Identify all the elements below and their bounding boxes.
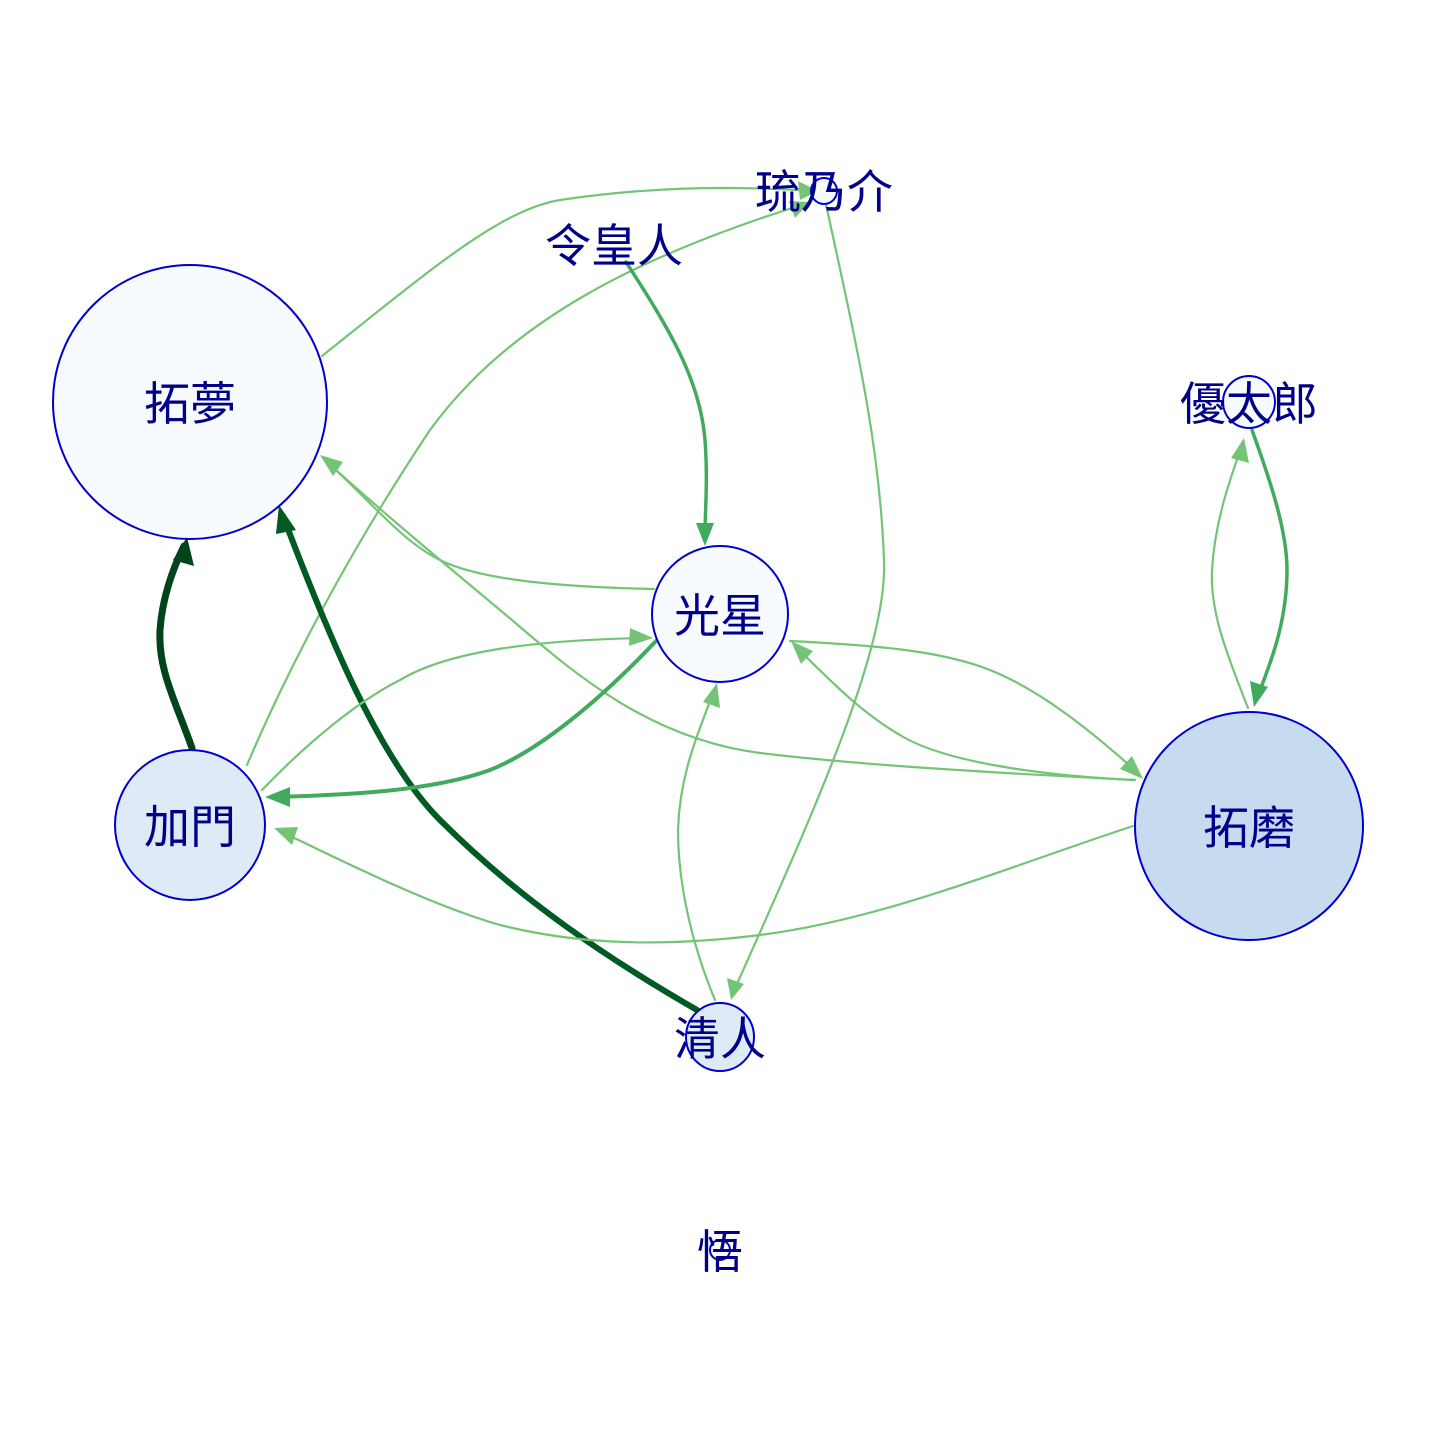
node-label: 拓夢 (144, 377, 236, 431)
edge-takuma-kouboshi (795, 646, 1137, 782)
edge-takumu-runosuke (320, 186, 817, 358)
edge-yutaro-takuma (1250, 428, 1289, 700)
node-circle (1134, 711, 1364, 941)
edge-kouboshi-takuma (788, 639, 1139, 774)
edge-takuma-yutaro (1210, 446, 1250, 710)
node-circle (709, 1239, 731, 1261)
edge-takuma-takumu (325, 460, 1137, 782)
arrowhead (727, 978, 744, 1000)
node-kiyoto[interactable]: 清人 (674, 1002, 766, 1072)
edge-reiouto-kouboshi (624, 260, 709, 540)
node-label: 琉乃介 (755, 165, 893, 219)
arrowhead (1250, 681, 1268, 707)
node-circle (685, 1002, 755, 1072)
arrowhead (629, 628, 653, 646)
node-circle (52, 264, 328, 540)
arrowhead (1231, 438, 1249, 463)
edge-kouboshi-takumu (325, 460, 656, 591)
arrowhead (274, 827, 298, 845)
edge-takuma-kamon (280, 824, 1135, 944)
node-label: 清人 (674, 1012, 766, 1066)
edge-runosuke-kiyoto (731, 198, 886, 995)
edge-kamon-runosuke (245, 201, 810, 767)
arrowhead (798, 181, 818, 200)
node-label: 悟 (697, 1225, 743, 1279)
nodes-layer: 拓夢 光星 加門 拓磨 清人 優太郎 琉乃介 令皇人 (52, 165, 1364, 1279)
node-circle (651, 545, 789, 683)
node-label: 光星 (674, 589, 766, 643)
node-label: 拓磨 (1203, 801, 1295, 855)
arrowhead (791, 641, 813, 664)
node-label: 令皇人 (545, 219, 683, 273)
node-circle (114, 749, 266, 901)
edge-kamon-kouboshi (260, 636, 647, 792)
edge-kiyoto-kouboshi (676, 688, 717, 1002)
node-satoru[interactable]: 悟 (697, 1225, 743, 1279)
arrowhead (1120, 756, 1143, 779)
arrowhead (703, 683, 720, 708)
edges-layer (156, 181, 1289, 1013)
node-takuma[interactable]: 拓磨 (1134, 711, 1364, 941)
node-circle (810, 177, 838, 205)
edge-kiyoto-takumu (280, 513, 700, 1013)
arrowhead (789, 201, 810, 218)
node-label: 加門 (144, 800, 236, 854)
arrowhead (173, 537, 194, 566)
node-runosuke[interactable]: 琉乃介 (755, 165, 893, 219)
arrowhead (696, 523, 714, 546)
arrowhead (265, 787, 290, 807)
node-kamon[interactable]: 加門 (114, 749, 266, 901)
edge-kouboshi-kamon (276, 639, 658, 799)
node-reiouto[interactable]: 令皇人 (545, 219, 683, 273)
node-yutaro[interactable]: 優太郎 (1180, 375, 1318, 431)
node-takumu[interactable]: 拓夢 (52, 264, 328, 540)
node-circle (1222, 375, 1276, 429)
arrowhead (276, 505, 296, 534)
node-label: 優太郎 (1180, 377, 1318, 431)
edge-kamon-takumu (156, 542, 196, 752)
node-kouboshi[interactable]: 光星 (651, 545, 789, 683)
